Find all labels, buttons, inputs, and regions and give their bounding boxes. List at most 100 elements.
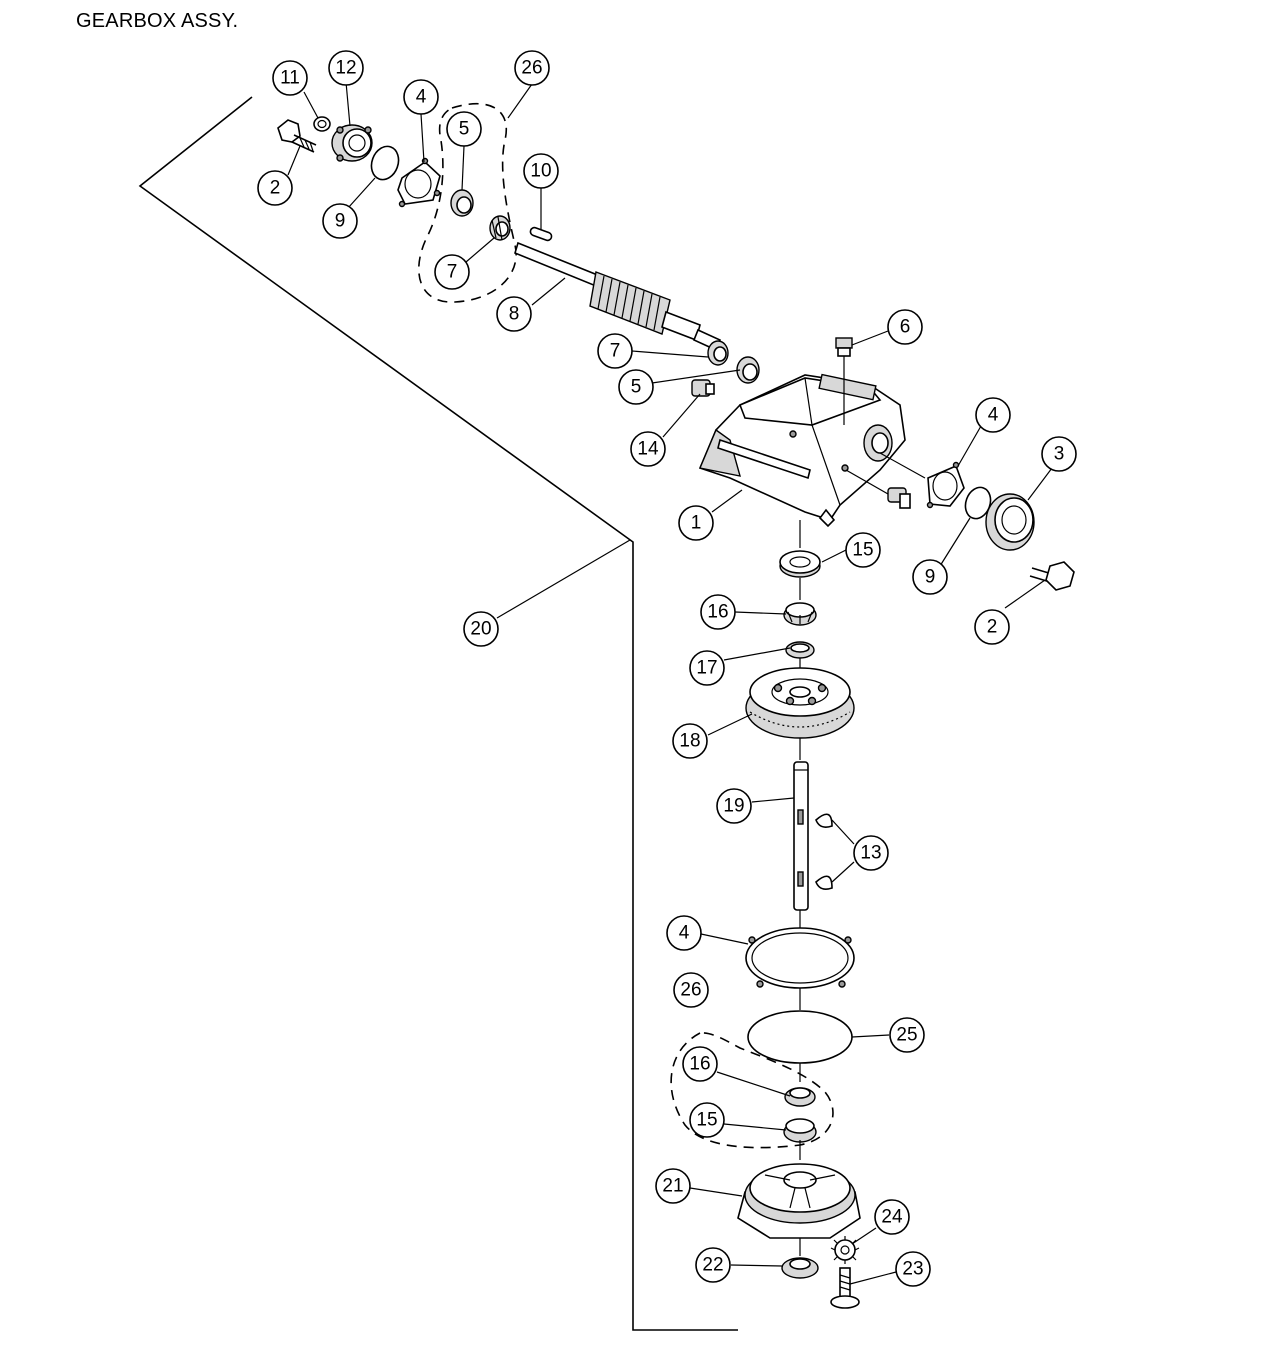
callout-22: 22 xyxy=(695,1247,731,1283)
svg-text:2: 2 xyxy=(987,617,998,638)
kit-outline-26-lower xyxy=(670,1032,834,1149)
kit-outline-26-upper xyxy=(418,103,517,303)
lock-washer-24 xyxy=(830,1236,860,1264)
axis-line-right xyxy=(879,452,926,479)
bolt-23 xyxy=(830,1267,860,1309)
callout-2-upper: 2 xyxy=(257,170,293,206)
callout-26-upper: 26 xyxy=(514,50,550,86)
worm-gear-18 xyxy=(745,667,855,739)
callout-20: 20 xyxy=(463,611,499,647)
callout-7-upper: 7 xyxy=(434,254,470,290)
callout-15-upper: 15 xyxy=(845,532,881,568)
callout-10: 10 xyxy=(523,153,559,189)
svg-text:15: 15 xyxy=(852,540,873,561)
output-shaft-19 xyxy=(793,761,809,911)
callout-2-right: 2 xyxy=(974,609,1010,645)
callout-13: 13 xyxy=(853,835,889,871)
svg-text:23: 23 xyxy=(902,1259,923,1280)
svg-text:5: 5 xyxy=(631,377,642,398)
callout-5-mid: 5 xyxy=(618,369,654,405)
key-13-lower xyxy=(815,875,833,890)
svg-text:4: 4 xyxy=(416,87,427,108)
svg-text:4: 4 xyxy=(679,923,690,944)
callout-12: 12 xyxy=(328,50,364,86)
svg-text:22: 22 xyxy=(702,1255,723,1276)
callout-16-upper: 16 xyxy=(700,594,736,630)
gasket-4-lower xyxy=(745,927,855,989)
svg-text:4: 4 xyxy=(988,405,999,426)
callout-23: 23 xyxy=(895,1251,931,1287)
snap-ring-17 xyxy=(785,641,815,659)
callout-4-upper: 4 xyxy=(403,79,439,115)
bolt-2-upper xyxy=(277,119,317,153)
cone-bearing-7-upper xyxy=(489,215,511,241)
o-ring-25 xyxy=(747,1010,853,1064)
svg-text:19: 19 xyxy=(723,796,744,817)
gasket-4-right xyxy=(926,461,965,509)
svg-text:15: 15 xyxy=(696,1110,717,1131)
svg-text:16: 16 xyxy=(689,1054,710,1075)
callout-4-lower: 4 xyxy=(666,915,702,951)
bearing-cup-5-upper xyxy=(450,189,474,217)
callout-9-right: 9 xyxy=(912,559,948,595)
callout-1: 1 xyxy=(678,505,714,541)
key-13-upper xyxy=(815,813,833,828)
svg-text:14: 14 xyxy=(637,439,659,460)
diagram-title: GEARBOX ASSY. xyxy=(76,10,239,32)
plug-14 xyxy=(691,379,715,397)
callout-16-lower: 16 xyxy=(682,1046,718,1082)
key-10 xyxy=(529,226,553,242)
lower-cover-21 xyxy=(737,1163,861,1239)
callout-8: 8 xyxy=(496,296,532,332)
plug-right xyxy=(845,469,911,509)
callout-7-mid: 7 xyxy=(597,333,633,369)
svg-text:26: 26 xyxy=(680,980,701,1001)
bearing-cup-15-lower xyxy=(783,1118,817,1143)
callout-4-right: 4 xyxy=(975,397,1011,433)
svg-text:21: 21 xyxy=(662,1176,683,1197)
callout-3: 3 xyxy=(1041,436,1077,472)
leader-lines xyxy=(287,81,1053,1285)
svg-text:10: 10 xyxy=(530,161,551,182)
gearbox-housing-1 xyxy=(698,373,906,528)
svg-text:20: 20 xyxy=(470,619,491,640)
callout-24: 24 xyxy=(874,1199,910,1235)
svg-text:8: 8 xyxy=(509,304,520,325)
svg-text:2: 2 xyxy=(270,178,281,199)
svg-text:9: 9 xyxy=(335,211,346,232)
svg-text:9: 9 xyxy=(925,567,936,588)
svg-text:6: 6 xyxy=(900,317,911,338)
svg-text:17: 17 xyxy=(696,658,717,679)
worm-shaft-8 xyxy=(514,241,722,352)
cone-bearing-7-mid xyxy=(707,340,729,366)
gasket-4-upper xyxy=(397,157,441,208)
housing-12 xyxy=(331,124,373,162)
callout-25: 25 xyxy=(889,1017,925,1053)
callout-21: 21 xyxy=(655,1168,691,1204)
o-ring-9-upper xyxy=(370,145,400,181)
bolt-2-right xyxy=(1029,561,1075,591)
plug-6 xyxy=(835,337,853,425)
seal-22 xyxy=(781,1257,819,1279)
callout-5-upper: 5 xyxy=(446,111,482,147)
callout-19: 19 xyxy=(716,788,752,824)
svg-text:11: 11 xyxy=(280,68,300,89)
svg-text:12: 12 xyxy=(335,58,356,79)
svg-text:18: 18 xyxy=(679,731,700,752)
callout-6: 6 xyxy=(887,309,923,345)
svg-text:24: 24 xyxy=(881,1207,903,1228)
frame-outline-20 xyxy=(138,96,738,1331)
svg-text:3: 3 xyxy=(1054,444,1065,465)
seal-15-upper xyxy=(779,550,821,578)
callout-15-lower: 15 xyxy=(689,1102,725,1138)
svg-text:5: 5 xyxy=(459,119,470,140)
svg-text:16: 16 xyxy=(707,602,728,623)
svg-text:26: 26 xyxy=(521,58,542,79)
bearing-16-upper xyxy=(783,602,817,626)
callout-14: 14 xyxy=(630,431,666,467)
bearing-16-lower xyxy=(784,1087,816,1107)
cover-3 xyxy=(985,493,1035,551)
svg-text:25: 25 xyxy=(896,1025,917,1046)
bearing-cup-5-mid xyxy=(736,356,760,384)
callout-9-upper: 9 xyxy=(322,203,358,239)
